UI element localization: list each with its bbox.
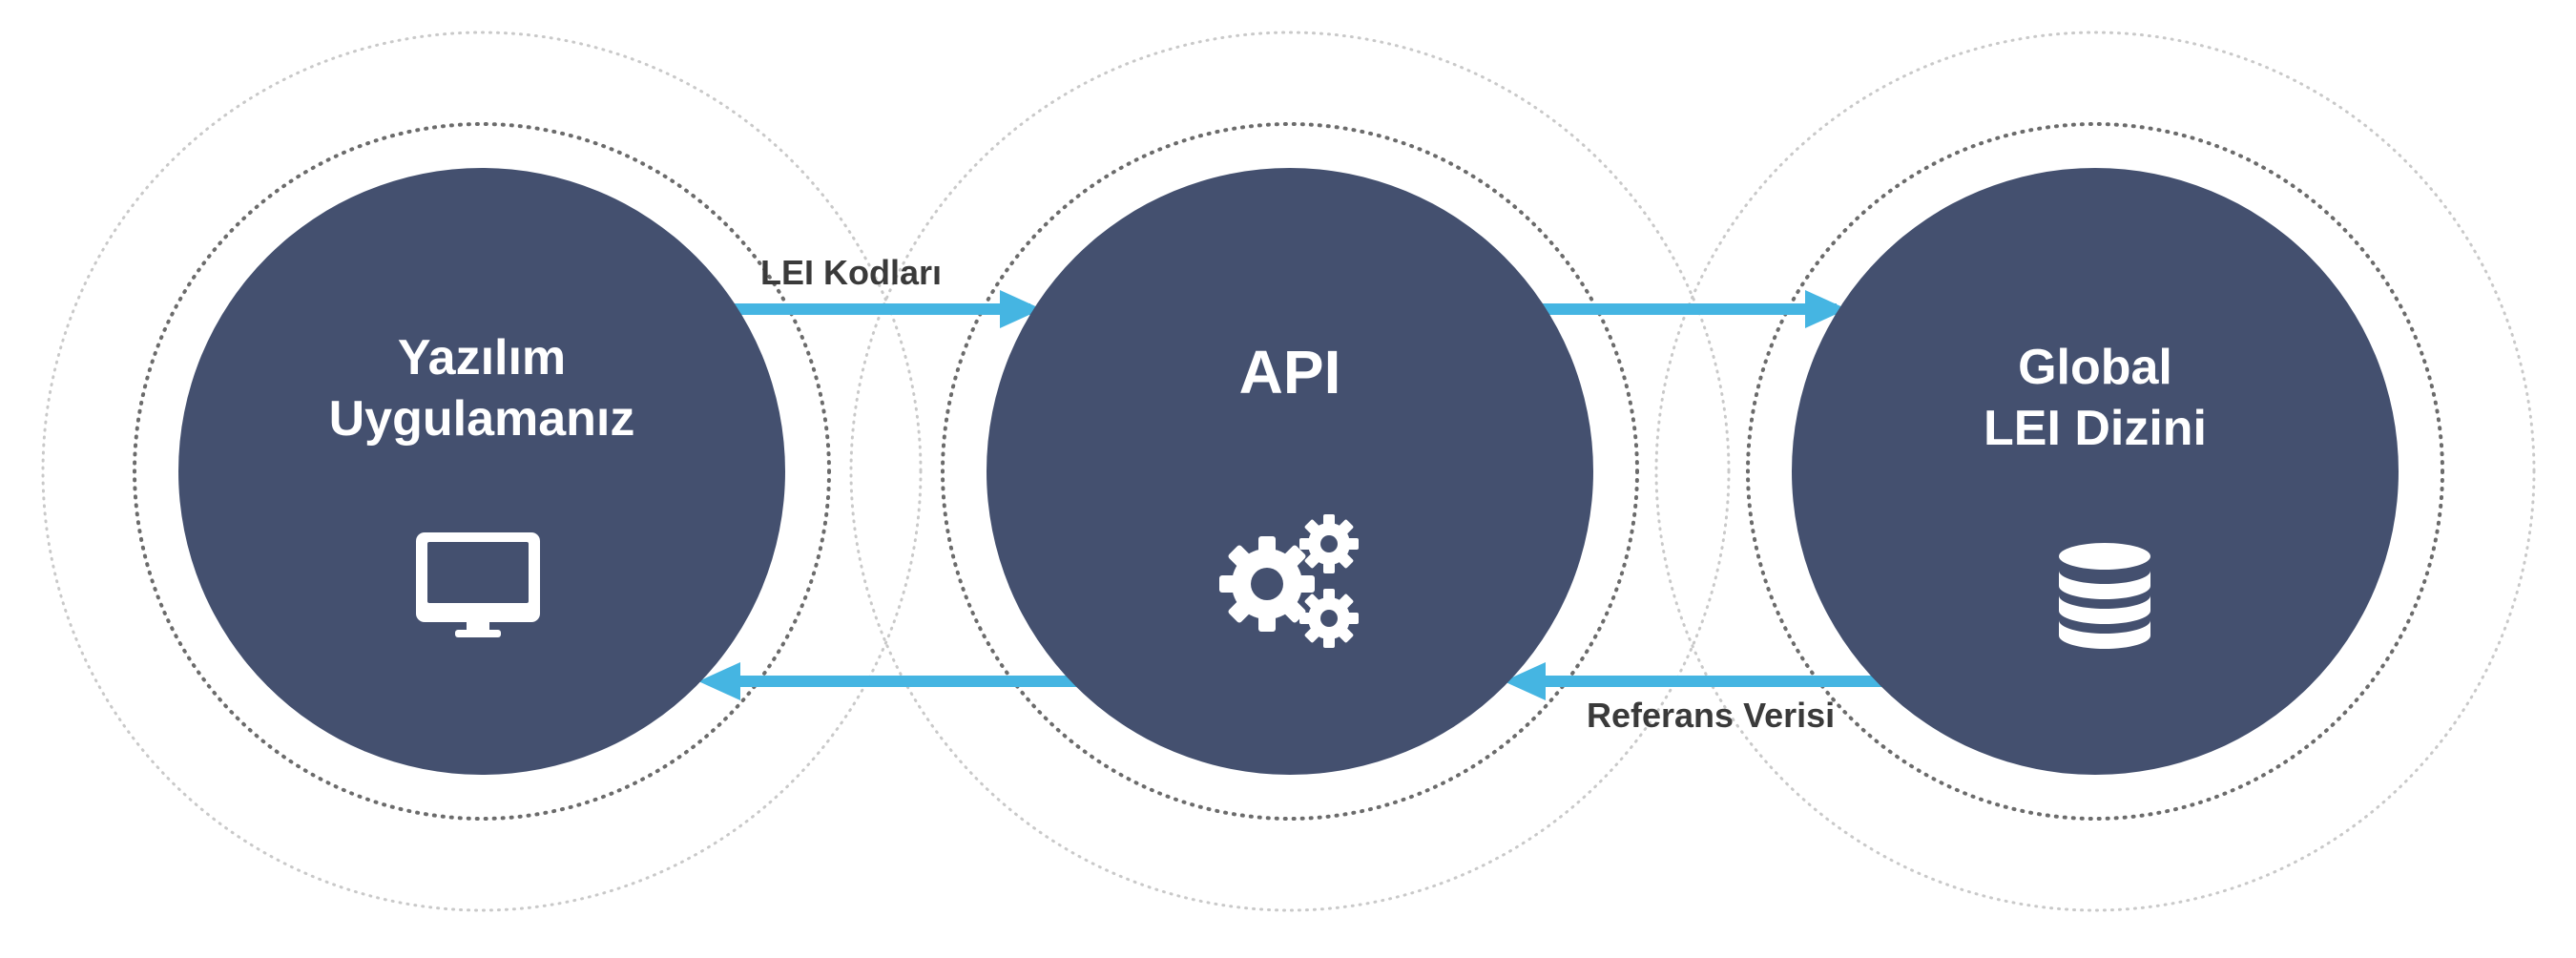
node-software: Yazılım Uygulamanız [178, 168, 785, 775]
arrows [698, 290, 1908, 700]
gears-icon [1219, 514, 1359, 648]
outer-rings [41, 31, 2536, 912]
node-circle [987, 168, 1593, 775]
database-icon [2059, 543, 2150, 649]
node-title-line-1: API [1239, 338, 1341, 406]
node-title-line-1: Yazılım [398, 330, 566, 385]
node-directory: Global LEI Dizini [1792, 168, 2399, 775]
arrow-head [1000, 290, 1042, 328]
outer-ring-software [41, 31, 923, 912]
arrow-head [698, 662, 740, 700]
arrow-head [1504, 662, 1546, 700]
inner-ring-directory [1746, 122, 2444, 821]
node-api: API [987, 168, 1593, 775]
node-title-line-1: Global [2018, 340, 2172, 395]
arrow-software-to-api [735, 290, 1042, 328]
arrow-directory-to-api [1504, 662, 1908, 700]
outer-ring-directory [1654, 31, 2536, 912]
arrow-api-to-software [698, 662, 1088, 700]
monitor-icon [416, 532, 540, 637]
node-title-line-2: LEI Dizini [1984, 401, 2207, 456]
arrow-shaft [1527, 676, 1908, 687]
inner-ring-api [941, 122, 1639, 821]
inner-ring-software [133, 122, 831, 821]
edge-label-lei-codes: LEI Kodları [760, 253, 942, 292]
node-circle [178, 168, 785, 775]
arrow-api-to-directory [1541, 290, 1847, 328]
node-title-line-2: Uygulamanız [329, 391, 635, 447]
inner-rings [133, 122, 2444, 821]
arrow-shaft [721, 676, 1088, 687]
arrow-head [1805, 290, 1847, 328]
edge-label-reference-data: Referans Verisi [1587, 696, 1835, 735]
outer-ring-api [849, 31, 1731, 912]
arrow-shaft [735, 303, 1030, 315]
arrow-shaft [1541, 303, 1837, 315]
node-circle [1792, 168, 2399, 775]
